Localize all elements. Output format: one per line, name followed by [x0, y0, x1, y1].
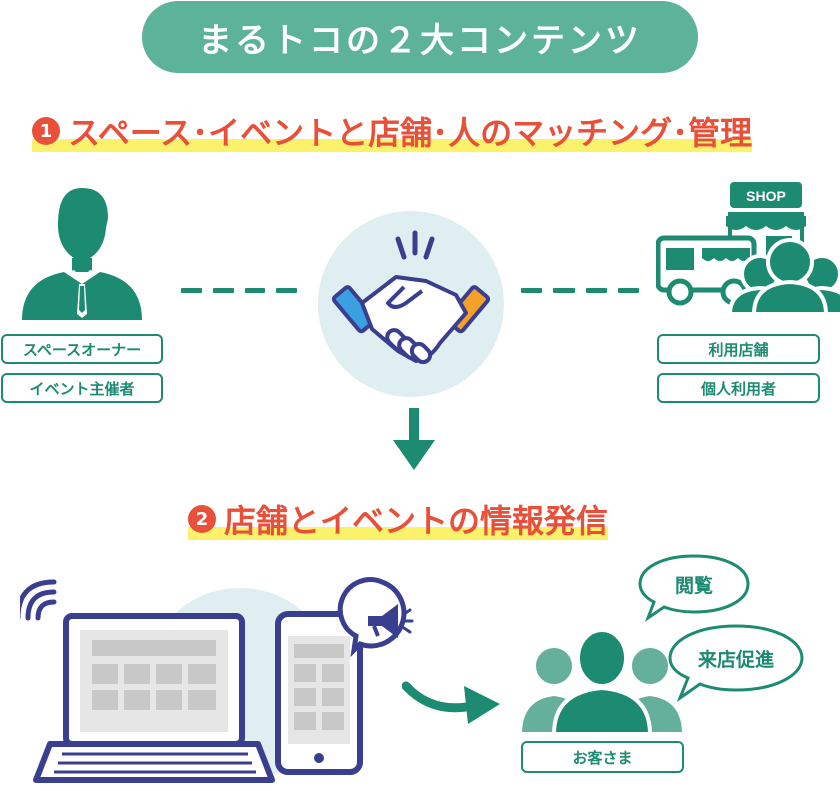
section-2-heading: 2 店舗とイベントの情報発信 — [188, 496, 609, 542]
section-2-heading-text: 店舗とイベントの情報発信 — [224, 502, 609, 540]
space-owner-person-icon — [22, 188, 142, 320]
section-1-heading: 1 スペース･イベントと店舗･人のマッチング･管理 — [32, 108, 753, 154]
customer-label: お客さま — [521, 741, 684, 773]
section-2-number-badge: 2 — [188, 505, 216, 533]
handshake-icon — [318, 211, 504, 397]
section-1-number-badge: 1 — [32, 117, 60, 145]
laptop-phone-megaphone-icon — [20, 577, 414, 783]
browse-bubble-shape — [638, 554, 750, 622]
page-title: まるトコの２大コンテンツ — [142, 1, 698, 73]
right-curved-arrow-icon — [402, 681, 500, 724]
individual-user-label: 個人利用者 — [657, 373, 820, 403]
event-organizer-label: イベント主催者 — [1, 373, 163, 403]
browse-bubble-text: 閲覧 — [674, 574, 713, 597]
store-user-label: 利用店舗 — [657, 334, 820, 364]
left-dashed-connector — [181, 288, 297, 293]
customers-group-icon — [520, 628, 684, 734]
section-1-heading-text: スペース･イベントと店舗･人のマッチング･管理 — [68, 114, 753, 152]
visit-promotion-bubble-text: 来店促進 — [697, 648, 774, 671]
space-owner-label: スペースオーナー — [1, 334, 163, 364]
down-arrow-icon — [393, 408, 435, 470]
right-dashed-connector — [521, 288, 639, 293]
shop-sign-text: SHOP — [746, 188, 786, 204]
visit-promotion-bubble-shape — [668, 624, 804, 702]
shop-truck-people-icon: SHOP — [656, 182, 840, 314]
